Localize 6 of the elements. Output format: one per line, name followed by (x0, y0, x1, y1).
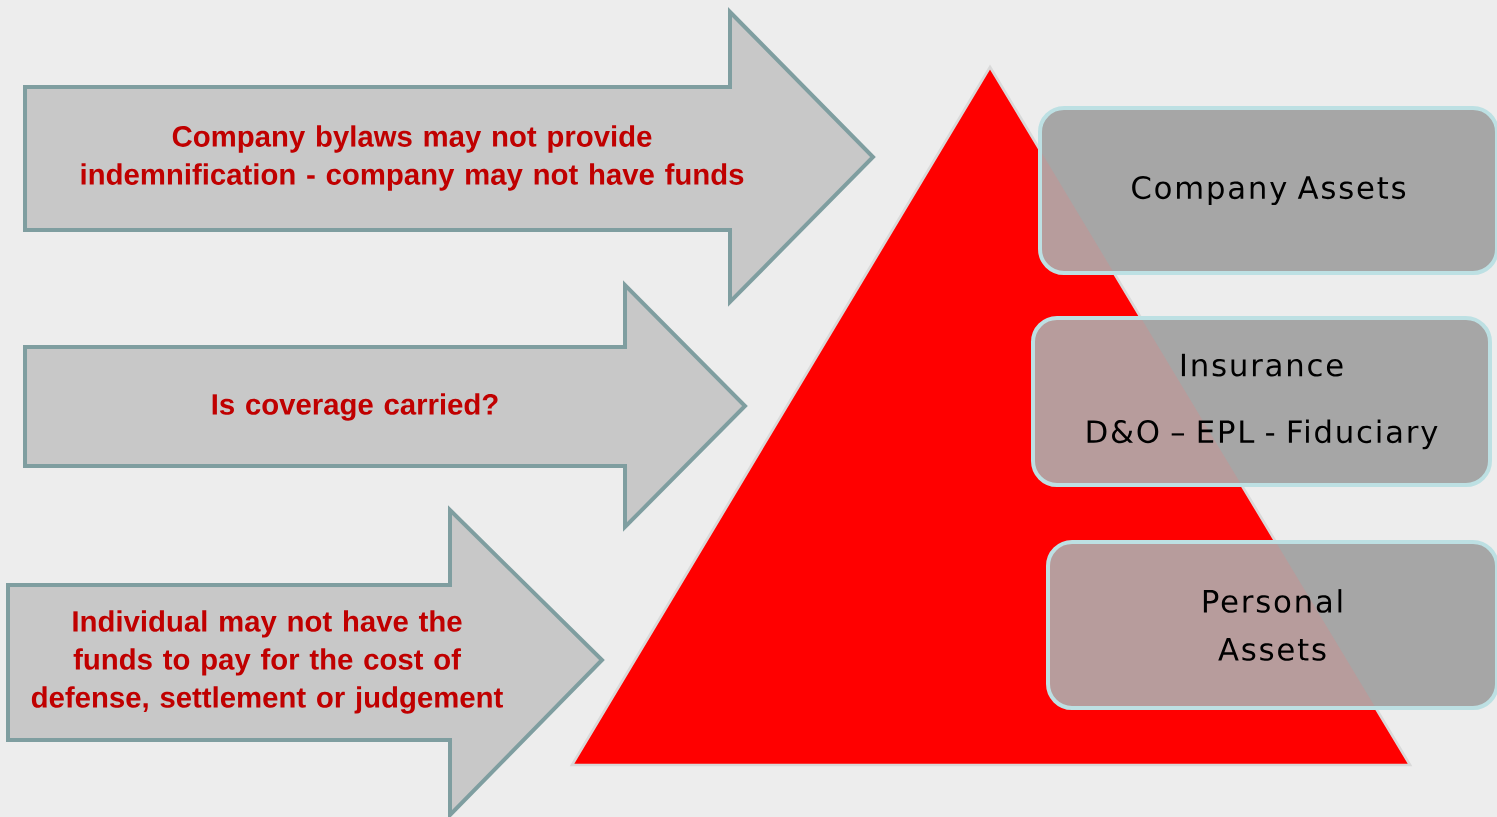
pointed-banner: Is coverage carried? (23, 280, 748, 532)
rounded-box: Personal Assets (1046, 540, 1497, 710)
pointed-banner: Individual may not have the funds to pay for the cost of defense, settlement or judgement (6, 505, 605, 817)
pointed-banner: Company bylaws may not provide indemnification - company may not have funds (23, 7, 876, 307)
rounded-box: Company Assets (1038, 106, 1497, 275)
rounded-box: Insurance D&O – EPL - Fiduciary (1031, 316, 1492, 487)
